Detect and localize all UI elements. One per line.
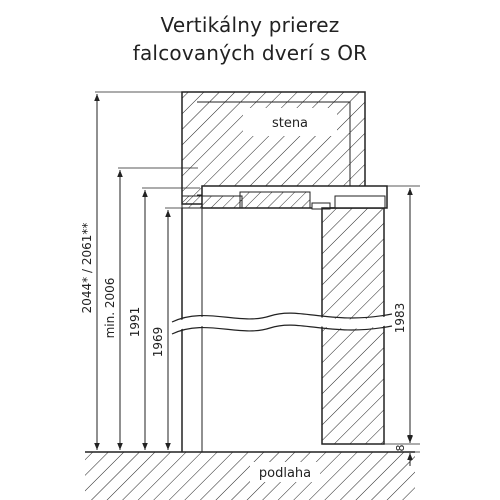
dimension-min: min. 2006 (103, 278, 117, 339)
dimension-1969: 1969 (151, 327, 165, 358)
floor-label: podlaha (259, 466, 311, 481)
dimension-gap: 8 (394, 445, 407, 452)
extension-lines (90, 91, 420, 453)
drawing-title-line-2: falcovaných dverí s OR (132, 41, 368, 65)
dimension-total: 2044* / 2061** (80, 223, 94, 314)
wall-label: stena (272, 116, 308, 131)
dimension-lines (94, 94, 413, 466)
door-frame-head (181, 185, 388, 210)
floor (85, 451, 415, 500)
dimension-1983: 1983 (393, 303, 407, 334)
break-line (170, 312, 393, 335)
drawing-title-line-1: Vertikálny prierez (160, 13, 340, 37)
dimension-1991: 1991 (128, 307, 142, 338)
